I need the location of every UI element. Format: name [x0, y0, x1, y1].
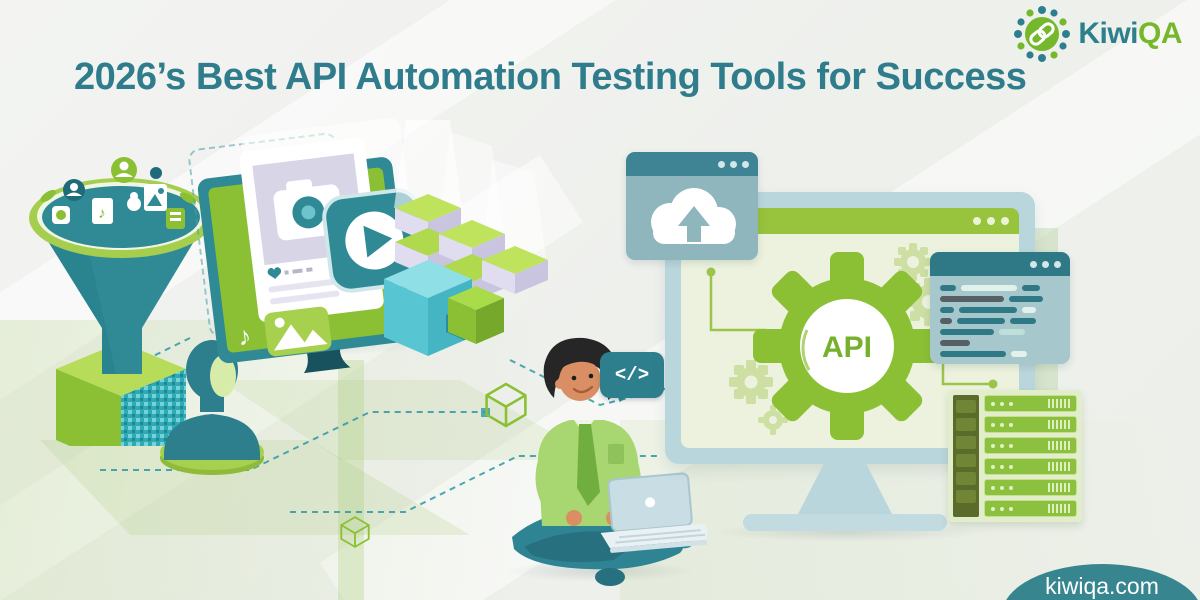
wireframe-cube-icon [485, 382, 527, 428]
kiwiqa-gear-dots-icon [1014, 6, 1071, 62]
api-gear-icon: API [753, 252, 941, 440]
code-window-icon [930, 252, 1070, 364]
window-dot [1054, 260, 1061, 268]
window-dot [742, 160, 749, 168]
rack-side [953, 395, 979, 517]
monitor-stand [797, 460, 893, 516]
isometric-cube-icon [384, 260, 504, 356]
website-url: kiwiqa.com [1045, 573, 1159, 599]
cloud-upload-icon [651, 188, 736, 244]
media-icons: ♪ [40, 157, 197, 229]
server-rack-icon [948, 390, 1082, 522]
window-dot [973, 217, 981, 225]
svg-text:♪: ♪ [98, 205, 106, 222]
code-bubble-icon: </> [600, 352, 664, 398]
logo-wordmark: KiwiQA [1078, 17, 1182, 51]
cloud-upload-window [626, 152, 758, 260]
code-tag-text: </> [614, 364, 650, 386]
music-note-icon: ♪ [236, 320, 253, 351]
window-titlebar [930, 252, 1070, 276]
developer-laptop-icon [512, 337, 707, 586]
window-dot [1001, 217, 1009, 225]
code-lines [930, 276, 1070, 364]
kiwiqa-logo[interactable]: KiwiQA [1014, 6, 1183, 62]
logo-text-kiwi: Kiwi [1078, 17, 1138, 50]
logo-text-qa: QA [1138, 17, 1183, 50]
media-monitor-icon: ♪ [197, 137, 427, 383]
play-button-icon [322, 188, 427, 293]
wireframe-cube-icon [340, 516, 370, 548]
api-label: API [822, 331, 872, 364]
monitor-base [743, 514, 947, 531]
window-dot [718, 160, 725, 168]
rack-units [984, 395, 1077, 517]
image-thumbnail-icon [264, 306, 332, 357]
website-badge[interactable]: kiwiqa.com [1002, 564, 1200, 600]
window-dot [1030, 260, 1037, 268]
window-dot [987, 217, 995, 225]
window-dot [730, 160, 737, 168]
page-title: 2026’s Best API Automation Testing Tools… [74, 56, 1027, 98]
user-bust-icon [160, 340, 264, 475]
api-gear-illustration: API [706, 243, 998, 440]
window-titlebar [626, 152, 758, 176]
data-funnel-icon: ♪ [29, 157, 213, 446]
window-dot [1042, 260, 1049, 268]
